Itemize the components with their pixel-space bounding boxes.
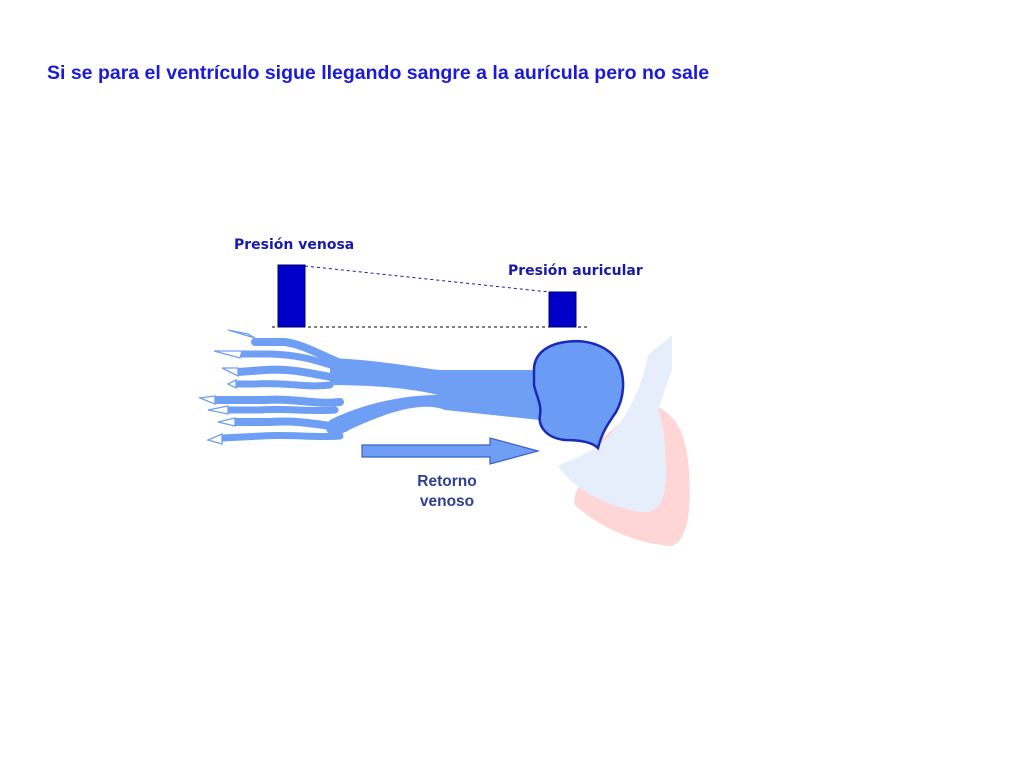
flow-arrow [361, 437, 541, 465]
venous-pressure-bar [277, 264, 306, 328]
venous-return-label-line2: venoso [419, 493, 475, 510]
vein-branch-7 [231, 417, 349, 432]
heart-outline [558, 335, 690, 546]
vein-branch-6 [224, 405, 339, 415]
capillary-tip-4 [226, 378, 237, 390]
vein-branch-5 [211, 395, 344, 407]
capillary-tips [197, 329, 256, 445]
capillary-tip-1 [227, 329, 256, 339]
capillary-tip-8 [206, 433, 223, 445]
venous-return-label-line1: Retorno [417, 473, 477, 490]
venous-pressure-label: Presión venosa [234, 237, 355, 253]
vein-branch-8 [218, 431, 344, 442]
capillary-tip-5 [197, 395, 216, 405]
vein-trunk [325, 358, 540, 435]
vein-branch-4 [231, 380, 334, 390]
capillary-tip-7 [217, 417, 236, 427]
capillary-tip-2 [213, 350, 243, 359]
vein-branches [211, 338, 540, 442]
heart-inner-chamber [558, 335, 672, 513]
venous-return-label: Retorno venoso [402, 472, 492, 512]
pressure-gradient-line [304, 265, 550, 293]
slide-title: Si se para el ventrículo sigue llegando … [47, 62, 710, 84]
vein-branch-1 [251, 338, 349, 369]
atrial-pressure-label: Presión auricular [508, 263, 643, 279]
vein-branch-2 [236, 350, 344, 372]
capillary-tip-6 [207, 405, 229, 415]
atrial-pressure-bar [548, 291, 577, 328]
vein-branch-3 [234, 365, 342, 382]
capillary-tip-3 [221, 367, 239, 378]
atrium [532, 339, 625, 451]
